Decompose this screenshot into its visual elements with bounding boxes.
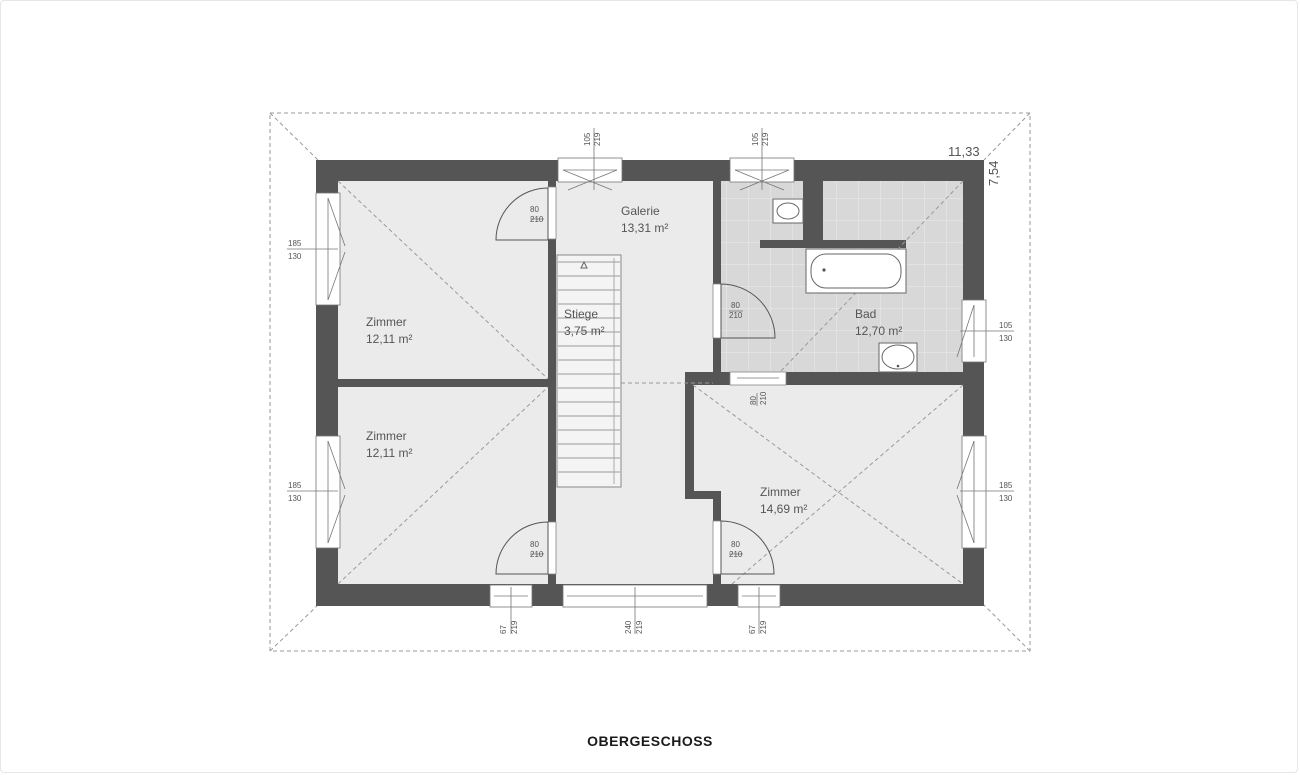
room-name: Zimmer	[760, 485, 801, 499]
room-name: Zimmer	[366, 315, 407, 329]
bathtub-icon	[805, 248, 907, 294]
room-area: 12,11 m²	[366, 332, 412, 346]
stair-steps	[558, 261, 620, 473]
window-height-label: 219	[510, 620, 519, 634]
window-width-label: 67	[499, 625, 508, 634]
floor-title: OBERGESCHOSS	[587, 733, 713, 749]
window-height-label: 219	[759, 620, 768, 634]
room-labels: Zimmer 12,11 m² Zimmer 12,11 m² Galerie …	[366, 204, 902, 516]
door-wc[interactable]	[729, 371, 787, 386]
room-area: 12,11 m²	[366, 446, 412, 460]
window-height-label: 130	[288, 252, 302, 261]
roof-outline	[269, 112, 1031, 652]
window-dimension-labels: 105 219 105 219 185 130 185 130 105 130 …	[288, 132, 1013, 634]
window-width-label: 185	[288, 239, 302, 248]
window-height-label: 130	[999, 334, 1013, 343]
door-width-label: 80	[530, 540, 539, 549]
washbasin-icon	[878, 342, 918, 373]
window-width-label: 185	[288, 481, 302, 490]
room-area: 13,31 m²	[621, 221, 668, 235]
window-height-label: 130	[288, 494, 302, 503]
door-height-label: 210	[530, 550, 544, 559]
window-width-label: 240	[624, 620, 633, 634]
window-width-label: 105	[583, 132, 592, 146]
door-width-label: 80	[731, 301, 740, 310]
window-width-label: 67	[748, 625, 757, 634]
door-width-label: 80	[731, 540, 740, 549]
window-width-label: 105	[999, 321, 1013, 330]
door-bad[interactable]	[712, 283, 776, 339]
door-height-label: 210	[530, 215, 544, 224]
outer-depth-dimension: 7,54	[986, 161, 1001, 186]
room-name: Galerie	[621, 204, 660, 218]
toilet-icon	[772, 198, 804, 224]
door-height-label: 210	[729, 311, 743, 320]
window-width-label: 185	[999, 481, 1013, 490]
door-width-label: 80	[749, 396, 758, 405]
door-dimension-labels: 80 210 80 210 80 210 80 210 80 210	[530, 205, 768, 559]
door-zimmer-sw[interactable]	[495, 521, 557, 575]
door-width-label: 80	[530, 205, 539, 214]
window-height-label: 219	[635, 620, 644, 634]
window-width-label: 105	[751, 132, 760, 146]
room-name: Zimmer	[366, 429, 407, 443]
door-height-label: 210	[729, 550, 743, 559]
outer-width-dimension: 11,33	[948, 144, 980, 159]
floor-zimmer-se	[693, 385, 963, 584]
door-zimmer-nw[interactable]	[495, 186, 557, 241]
window-height-label: 130	[999, 494, 1013, 503]
room-area: 3,75 m²	[564, 324, 605, 338]
window-height-label: 219	[593, 132, 602, 146]
room-area: 12,70 m²	[855, 324, 902, 338]
door-height-label: 210	[759, 391, 768, 405]
room-name: Bad	[855, 307, 876, 321]
staircase	[556, 254, 622, 488]
door-zimmer-se[interactable]	[712, 520, 775, 575]
dimension-lines	[287, 128, 1014, 634]
ceiling-diagonals	[337, 180, 964, 585]
window-height-label: 219	[761, 132, 770, 146]
room-name: Stiege	[564, 307, 598, 321]
room-area: 14,69 m²	[760, 502, 807, 516]
